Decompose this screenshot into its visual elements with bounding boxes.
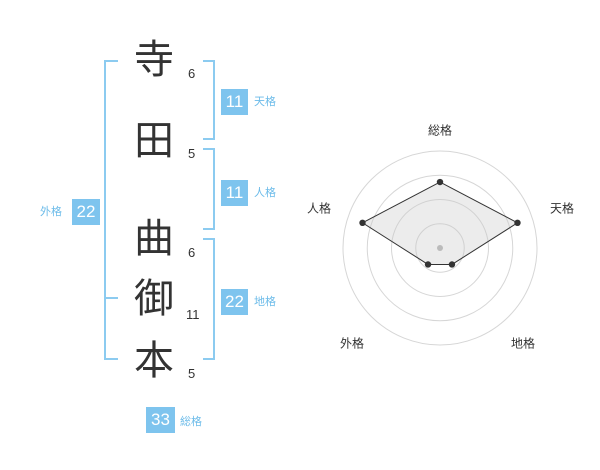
stroke-count-4: 11: [186, 307, 200, 322]
gaikaku-bracket: [104, 60, 118, 360]
radar-point-top: [436, 178, 444, 186]
radar-ring: [391, 199, 489, 297]
chikaku-label: 地格: [254, 295, 276, 308]
gaikaku-inner-tick: [104, 297, 118, 299]
jinkaku-value: 11: [221, 180, 248, 206]
radar-point-bottom_right: [448, 261, 456, 268]
name-char-5: 本: [134, 338, 174, 384]
radar-label-soukaku: 総格: [427, 123, 453, 138]
radar-point-right: [514, 219, 521, 227]
name-char-2: 田: [134, 118, 174, 164]
stroke-count-1: 6: [188, 66, 196, 81]
jinkaku-bracket: [203, 148, 215, 230]
radar-center: [437, 245, 443, 251]
radar-label-tenkaku: 天格: [549, 201, 575, 216]
tenkaku-label: 天格: [254, 95, 276, 108]
name-char-3: 曲: [134, 216, 174, 262]
name-char-4: 御: [134, 276, 174, 322]
chikaku-value: 22: [221, 289, 248, 315]
radar-label-chikaku: 地格: [510, 336, 536, 351]
chikaku-bracket: [203, 238, 215, 360]
gaikaku-value: 22: [72, 199, 100, 225]
soukaku-label: 総格: [180, 415, 202, 428]
stroke-count-5: 5: [188, 366, 196, 381]
gaikaku-label: 外格: [40, 205, 62, 218]
soukaku-value: 33: [146, 407, 175, 433]
radar-polygon: [361, 181, 519, 265]
radar-ring: [342, 150, 538, 346]
radar-ring: [415, 223, 465, 273]
stroke-count-3: 6: [188, 245, 196, 260]
tenkaku-value: 11: [221, 89, 248, 115]
radar-point-bottom_left: [424, 261, 432, 268]
radar-point-left: [359, 219, 366, 227]
radar-ring: [366, 174, 514, 322]
tenkaku-bracket: [203, 60, 215, 140]
stroke-count-2: 5: [188, 146, 196, 161]
jinkaku-label: 人格: [254, 186, 276, 199]
radar-label-gaikaku: 外格: [339, 336, 365, 351]
name-char-1: 寺: [134, 37, 174, 83]
radar-label-jinkaku: 人格: [306, 201, 332, 216]
